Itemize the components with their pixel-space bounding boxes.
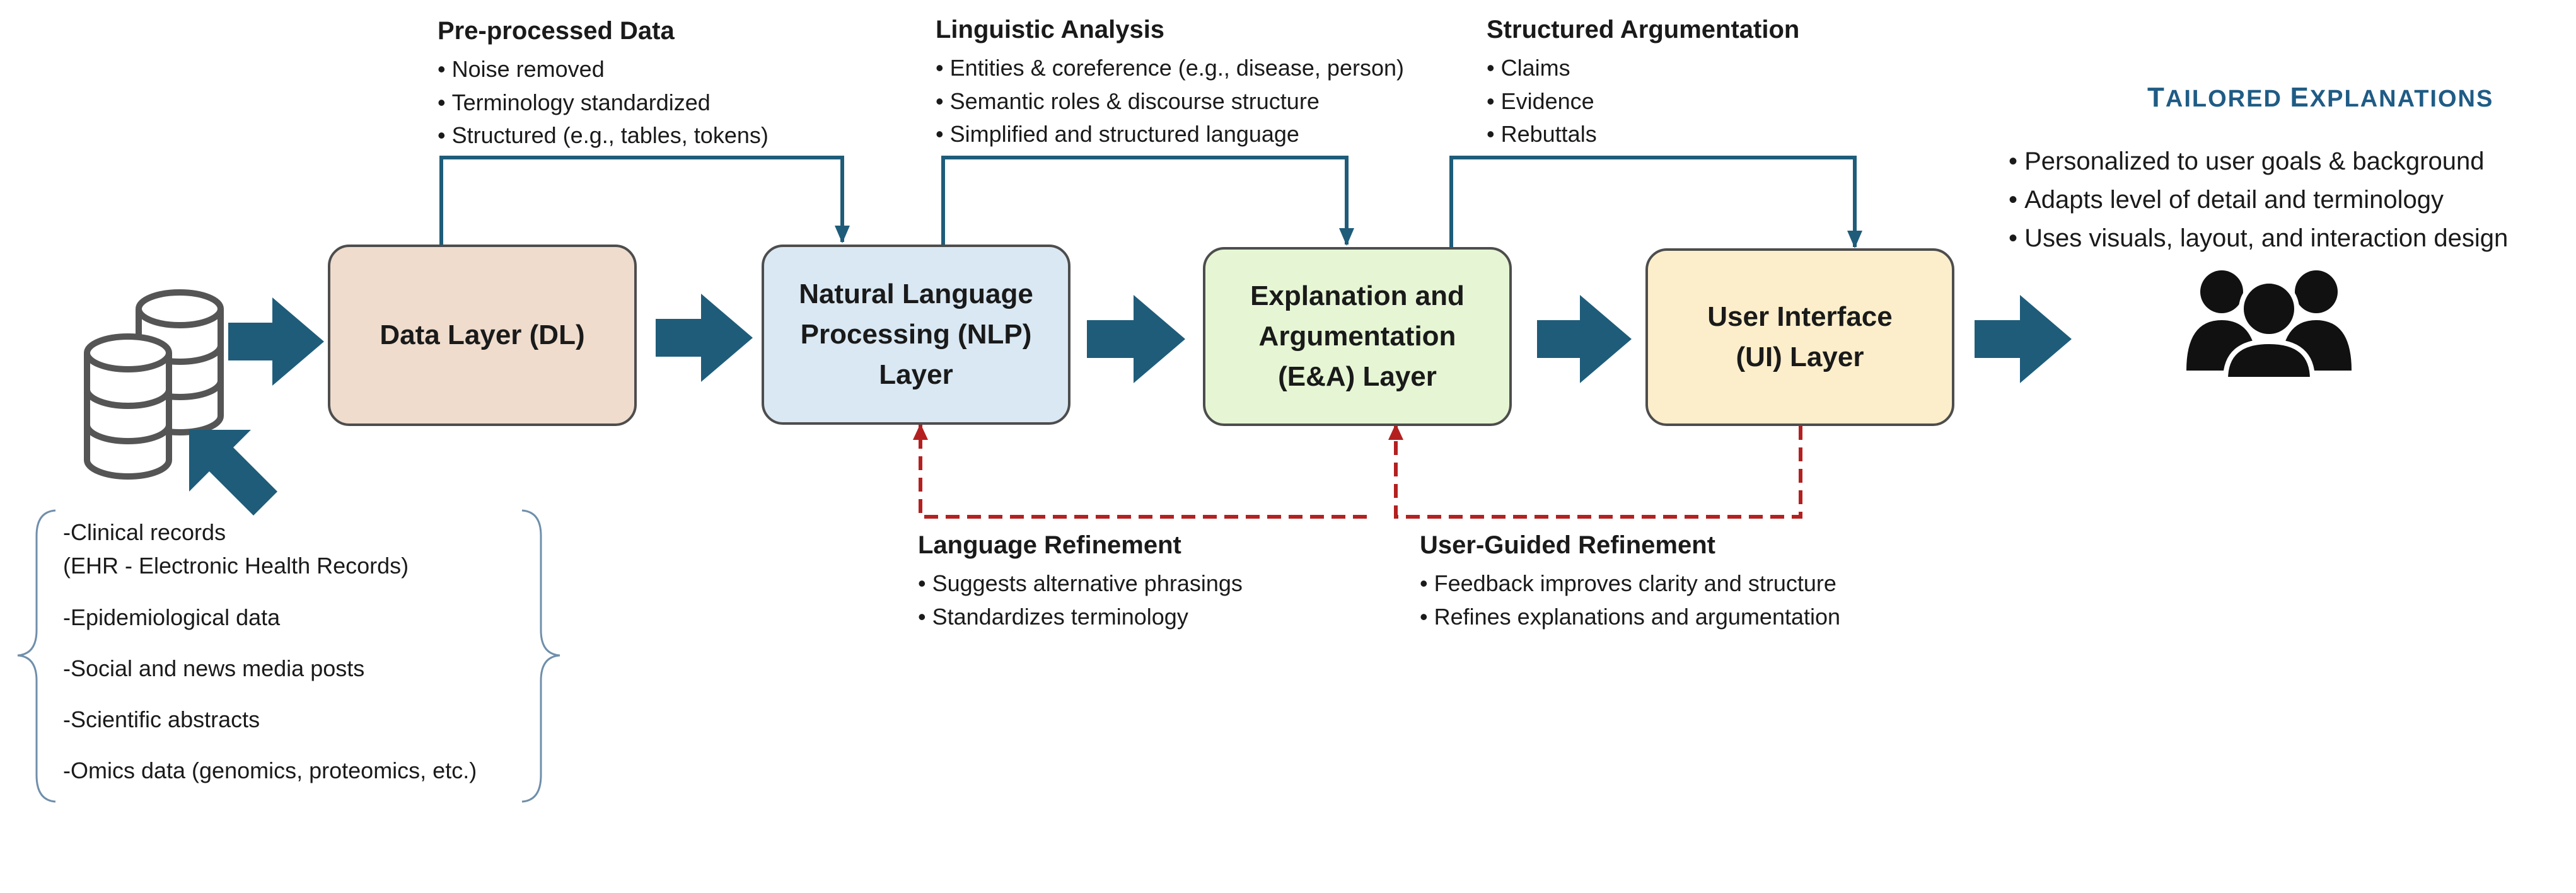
preprocessed-item: Noise removed (438, 53, 769, 86)
preprocessed-data-group: Pre-processed Data Noise removed Termino… (438, 13, 769, 153)
ea-layer-line-3: (E&A) Layer (1278, 360, 1437, 392)
flow-arrow-nlp-ea (1087, 295, 1185, 383)
language-refinement-title: Language Refinement (918, 531, 1181, 559)
structured-argumentation-title: Structured Argumentation (1487, 16, 1800, 43)
data-sources-list: -Clinical records (EHR - Electronic Heal… (63, 516, 477, 788)
ui-layer-box: User Interface (UI) Layer (1645, 248, 1954, 426)
feedback-ea-to-nlp (913, 423, 1367, 519)
source-item: -Scientific abstracts (63, 706, 260, 733)
user-refinement-item: Feedback improves clarity and structure (1420, 567, 1840, 601)
connector-ea-to-ui (1449, 156, 1862, 248)
source-item: -Clinical records (63, 519, 226, 545)
ea-layer-box: Explanation and Argumentation (E&A) Laye… (1203, 247, 1512, 426)
language-refinement-group: Language Refinement Suggests alternative… (918, 527, 1243, 633)
preprocessed-data-title: Pre-processed Data (438, 17, 675, 45)
ui-layer-line-1: User Interface (1707, 301, 1893, 333)
structured-item: Rebuttals (1487, 118, 1799, 151)
nlp-layer-line-3: Layer (879, 359, 953, 390)
flow-arrow-ea-ui (1537, 295, 1632, 383)
user-group-icon (2186, 270, 2352, 382)
feedback-ui-to-ea (1388, 423, 1802, 519)
source-item: (EHR - Electronic Health Records) (63, 553, 409, 579)
connector-nlp-to-ea (941, 156, 1354, 247)
flow-arrow-db-dl (228, 297, 324, 386)
flow-arrow-dl-nlp (656, 294, 753, 382)
preprocessed-item: Terminology standardized (438, 86, 769, 120)
tailored-explanations-title: TAILORED EXPLANATIONS (2147, 82, 2494, 113)
user-refinement-item: Refines explanations and argumentation (1420, 601, 1840, 634)
tailored-explanations-list: Personalized to user goals & background … (2009, 142, 2508, 257)
linguistic-item: Simplified and structured language (936, 118, 1404, 151)
source-item: -Omics data (genomics, proteomics, etc.) (63, 758, 477, 784)
linguistic-item: Semantic roles & discourse structure (936, 85, 1404, 118)
language-refinement-item: Suggests alternative phrasings (918, 567, 1243, 601)
ea-layer-line-2: Argumentation (1258, 321, 1456, 352)
linguistic-analysis-group: Linguistic Analysis Entities & coreferen… (936, 11, 1404, 151)
tailored-item: Uses visuals, layout, and interaction de… (2009, 219, 2508, 258)
language-refinement-item: Standardizes terminology (918, 601, 1243, 634)
linguistic-analysis-title: Linguistic Analysis (936, 16, 1165, 43)
structured-argumentation-group: Structured Argumentation Claims Evidence… (1487, 11, 1799, 151)
linguistic-item: Entities & coreference (e.g., disease, p… (936, 52, 1404, 85)
right-brace (521, 509, 560, 803)
user-guided-refinement-group: User-Guided Refinement Feedback improves… (1420, 527, 1840, 633)
preprocessed-item: Structured (e.g., tables, tokens) (438, 119, 769, 153)
structured-item: Evidence (1487, 85, 1799, 118)
database-icon (84, 289, 224, 480)
source-item: -Social and news media posts (63, 655, 365, 681)
data-layer-label: Data Layer (DL) (380, 320, 585, 351)
structured-item: Claims (1487, 52, 1799, 85)
sources-to-database-arrow (189, 430, 277, 516)
ea-layer-line-1: Explanation and (1250, 280, 1465, 312)
source-item: -Epidemiological data (63, 604, 281, 630)
flow-arrow-ui-users (1975, 295, 2072, 383)
nlp-layer-line-2: Processing (NLP) (800, 319, 1032, 350)
ui-layer-line-2: (UI) Layer (1736, 342, 1864, 372)
nlp-layer-box: Natural Language Processing (NLP) Layer (762, 245, 1070, 425)
left-brace (17, 509, 56, 803)
tailored-item: Personalized to user goals & background (2009, 142, 2508, 181)
nlp-layer-line-1: Natural Language (799, 279, 1033, 310)
user-guided-refinement-title: User-Guided Refinement (1420, 531, 1715, 559)
data-layer-box: Data Layer (DL) (328, 245, 637, 426)
connector-dl-to-nlp (439, 156, 850, 245)
tailored-item: Adapts level of detail and terminology (2009, 181, 2508, 219)
